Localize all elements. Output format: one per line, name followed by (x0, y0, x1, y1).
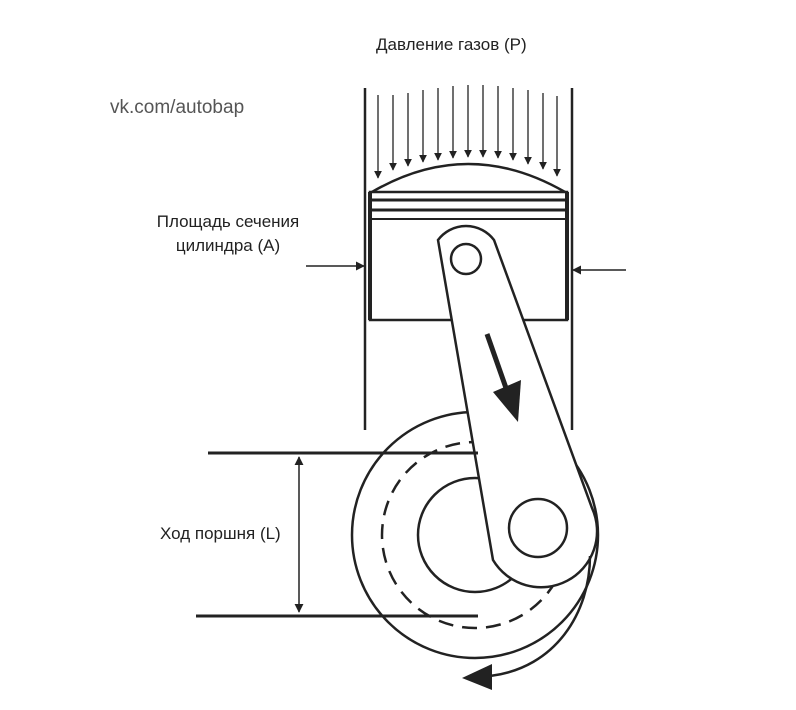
area-label-line2: цилиндра (A) (175, 236, 281, 255)
gas-pressure-arrows (374, 85, 561, 179)
cylinder (363, 88, 574, 430)
piston-crown (371, 162, 566, 194)
piston-motion-arrow (484, 333, 521, 422)
area-pointer-arrows (306, 261, 626, 275)
small-end-pin (449, 242, 483, 276)
gas-pressure-label: Давление газов (P) (376, 35, 527, 54)
area-label-line1: Площадь сечения (156, 212, 300, 231)
watermark: vk.com/autobap (110, 97, 245, 118)
rotation-arrow (462, 555, 592, 690)
stroke-dimension (196, 451, 478, 618)
stroke-label: Ход поршня (L) (160, 524, 281, 543)
crank-pin-circle (507, 497, 569, 559)
